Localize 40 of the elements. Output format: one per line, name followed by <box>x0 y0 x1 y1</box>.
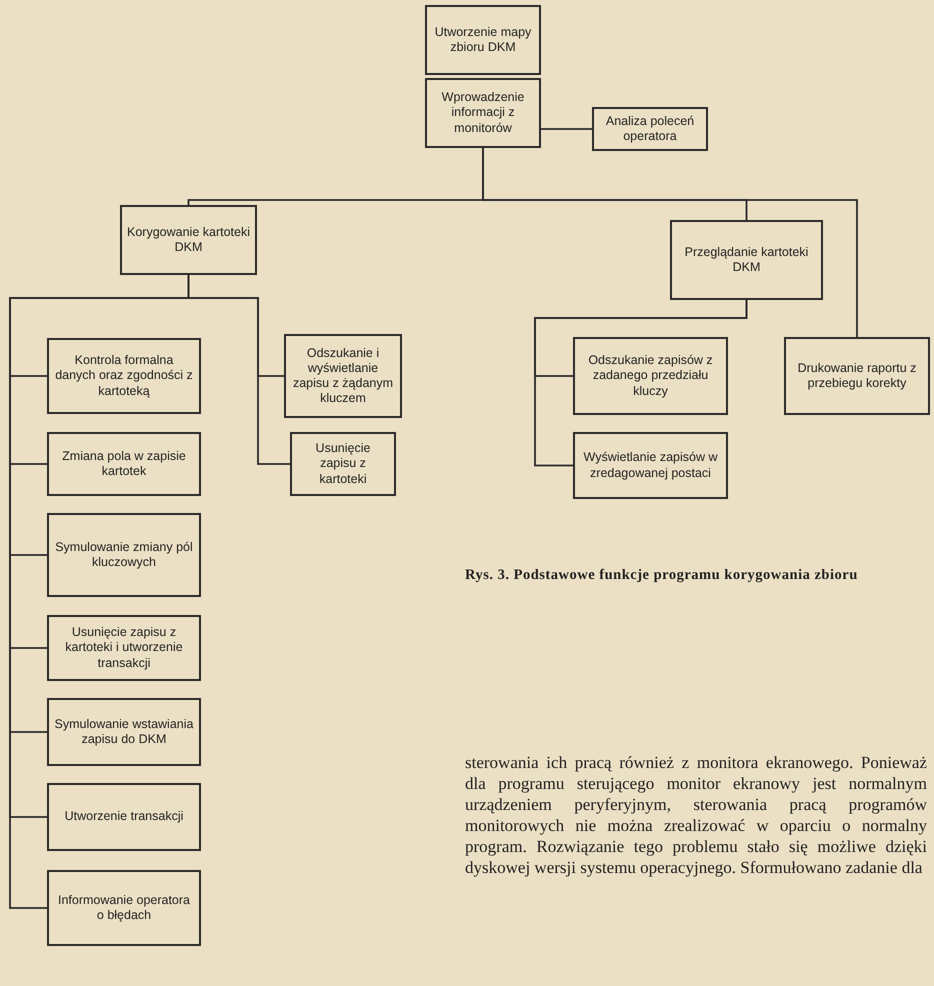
box-label: Symulowanie wstawiania zapisu do DKM <box>54 716 194 748</box>
box-label: Utworzenie transakcji <box>64 809 184 825</box>
body-paragraph: sterowania ich pracą również z monitora ekranowego. Ponieważ dla programu sterującego monitor ekranowy jest normalnym urządzeniem peryferyjnym, sterowania pracą programów monitorowych nie można zrealizować w oparciu o normalny program. Rozwiązanie tego problemu stało się możliwe dzięki dyskowej wersji systemu operacyjnego. Sformułowano zadanie dla <box>465 752 927 878</box>
box-label: Wyświetlanie zapisów w zredagowanej postaci <box>582 450 718 481</box>
connector-line <box>482 148 858 337</box>
process-box <box>47 432 201 496</box>
process-box <box>47 698 201 766</box>
connector-line <box>534 300 748 466</box>
box-label: Drukowanie raportu z przebiegu korekty <box>796 360 918 392</box>
process-box <box>573 337 728 415</box>
connector-line <box>188 275 290 465</box>
box-label: Informowanie operatora o błędach <box>56 892 192 924</box>
box-label: Analiza poleceń operatora <box>604 114 696 144</box>
process-box <box>670 220 823 300</box>
box-label: Usunięcie zapisu z kartoteki i utworzenie transakcji <box>64 625 184 671</box>
process-box <box>784 337 930 415</box>
figure-caption: Rys. 3. Podstawowe funkcje programu korygowania zbioru <box>465 566 859 585</box>
box-label: Korygowanie kartoteki DKM <box>127 224 250 256</box>
process-box <box>47 615 201 681</box>
process-box <box>425 5 541 75</box>
connector-line <box>541 128 592 130</box>
box-label: Symulowanie zmiany pól kluczowych <box>54 540 194 570</box>
box-label: Odszukanie zapisów z zadanego przedziału kluczy <box>587 353 714 399</box>
process-box <box>47 870 201 946</box>
box-label: Kontrola formalna danych oraz zgodności z kartoteką <box>54 353 194 399</box>
process-box <box>47 513 201 597</box>
process-box <box>573 432 728 499</box>
box-label: Odszukanie i wyświetlanie zapisu z żądanym kluczem <box>292 346 394 406</box>
process-box <box>290 432 396 496</box>
process-box <box>120 205 257 275</box>
process-box <box>284 334 402 418</box>
process-box <box>425 78 541 148</box>
process-box <box>592 107 708 151</box>
process-box <box>47 783 201 851</box>
box-label: Usunięcie zapisu z kartoteki <box>314 441 372 487</box>
box-label: Wprowadzenie informacji z monitorów <box>440 90 526 136</box>
process-box <box>47 338 201 414</box>
box-label: Przeglądanie kartoteki DKM <box>684 244 810 276</box>
box-label: Zmiana pola w zapisie kartotek <box>61 448 187 480</box>
box-label: Utworzenie mapy zbioru DKM <box>434 24 532 56</box>
